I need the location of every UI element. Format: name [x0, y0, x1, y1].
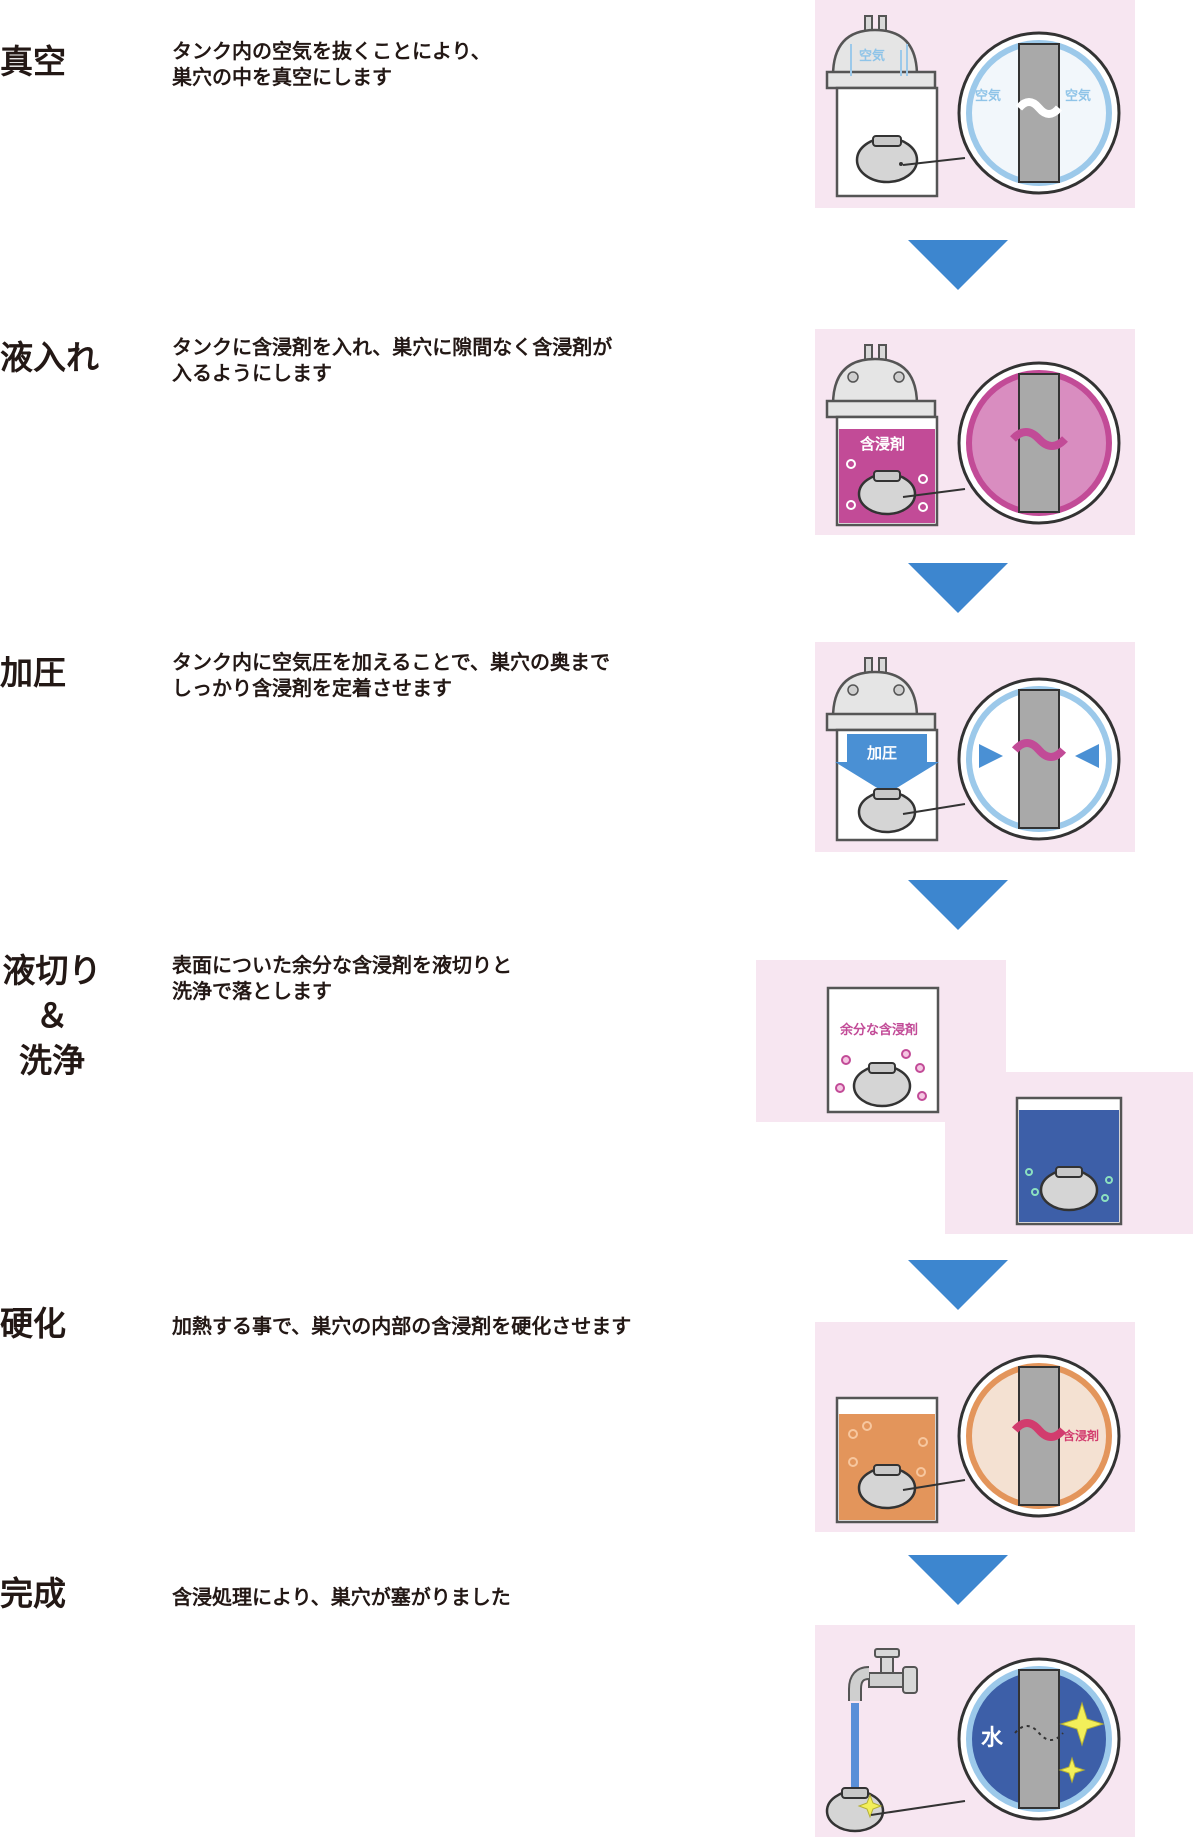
wash-illustration: [945, 1072, 1193, 1234]
part-icon: [852, 1062, 912, 1108]
sparkle-icon: [857, 1793, 883, 1819]
flow-arrow-4: [908, 1260, 1008, 1310]
complete-illustration: 水: [815, 1625, 1135, 1837]
zoom-pore-icon: 含浸剤: [957, 1354, 1121, 1518]
part-icon: [855, 135, 919, 184]
zoom-water-label: 水: [981, 1726, 1004, 1751]
step-title-line: 洗浄: [19, 1041, 85, 1080]
flow-arrow-1: [908, 240, 1008, 290]
cure-illustration: 含浸剤: [815, 1322, 1135, 1532]
step-description-liquid-fill: タンクに含浸剤を入れ、巣穴に隙間なく含浸剤が 入るようにします: [172, 335, 613, 385]
excess-resin-label: 余分な含浸剤: [839, 1022, 918, 1038]
step-description-vacuum: タンク内の空気を抜くことにより、 巣穴の中を真空にします: [172, 39, 491, 89]
water-stream: [851, 1703, 859, 1793]
tank-resin-label: 含浸剤: [860, 435, 905, 453]
part-icon: [857, 470, 917, 516]
step-title-pressurize: 加圧: [0, 653, 66, 692]
part-icon: [857, 788, 917, 834]
flow-arrow-2: [908, 563, 1008, 613]
tank-pressure-label: 加圧: [866, 744, 897, 762]
sparkle-icon: [1058, 1756, 1086, 1784]
zoom-pore-icon: 水: [957, 1657, 1121, 1821]
zoom-air-label-left: 空気: [975, 88, 1001, 104]
zoom-resin-label: 含浸剤: [1063, 1428, 1099, 1443]
vacuum-illustration: 空気 空気 空気: [815, 0, 1135, 208]
step-title-complete: 完成: [0, 1574, 66, 1613]
step-title-line: ＆: [35, 996, 69, 1035]
tank-lid-icon: [825, 344, 937, 419]
drain-illustration: 余分な含浸剤: [756, 960, 1006, 1122]
step-title-drain-wash: 液切り ＆ 洗浄: [0, 948, 104, 1083]
pressurize-illustration: 加圧: [815, 642, 1135, 852]
step-description-pressurize: タンク内に空気圧を加えることで、巣穴の奥まで しっかり含浸剤を定着させます: [172, 650, 610, 700]
step-title-cure: 硬化: [0, 1304, 66, 1343]
step-description-cure: 加熱する事で、巣穴の内部の含浸剤を硬化させます: [172, 1314, 632, 1338]
tank-lid-icon: [825, 657, 937, 732]
pressure-arrow-icon: [835, 734, 939, 794]
step-description-complete: 含浸処理により、巣穴が塞がりました: [172, 1585, 511, 1609]
flow-arrow-5: [908, 1555, 1008, 1605]
faucet-icon: [848, 1648, 918, 1701]
step-title-liquid-fill: 液入れ: [0, 338, 99, 377]
liquid-fill-illustration: 含浸剤: [815, 329, 1135, 535]
zoom-air-label-right: 空気: [1065, 88, 1091, 104]
step-description-drain-wash: 表面についた余分な含浸剤を液切りと 洗浄で落とします: [172, 953, 512, 1003]
zoom-pore-icon: [957, 677, 1121, 841]
flow-arrow-3: [908, 880, 1008, 930]
part-icon: [1039, 1166, 1099, 1212]
step-title-line: 液切り: [2, 951, 102, 990]
step-title-vacuum: 真空: [0, 42, 66, 81]
tank-air-label: 空気: [859, 48, 885, 64]
zoom-pore-icon: [957, 361, 1121, 525]
zoom-pore-icon: 空気 空気: [957, 31, 1121, 195]
sparkle-icon: [1059, 1701, 1105, 1747]
